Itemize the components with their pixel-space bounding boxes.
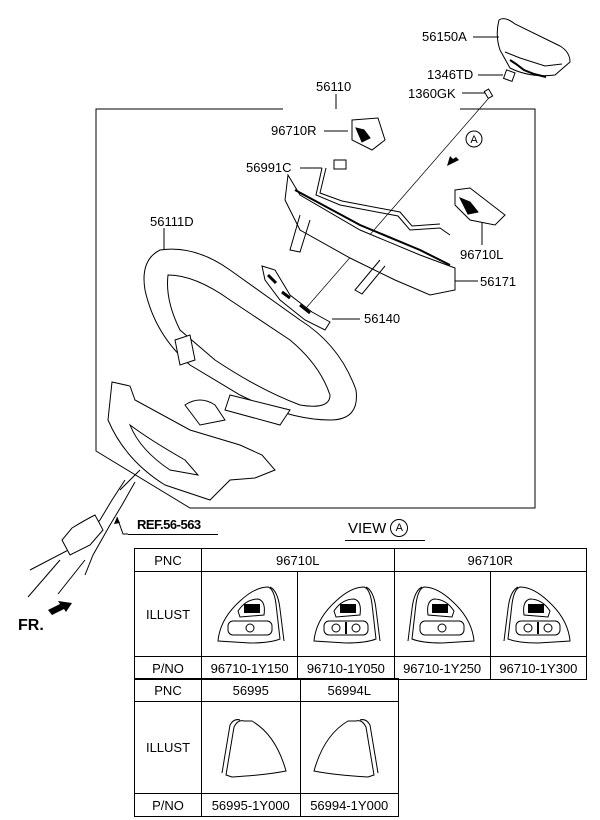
illust-96710-1Y250: [393, 571, 491, 657]
bolt-drawing: [483, 88, 494, 100]
row-label-illust: ILLUST: [134, 701, 202, 794]
view-title-text: VIEW: [348, 519, 387, 537]
switch-left-drawing: [454, 187, 506, 226]
row-label-pnc: PNC: [134, 678, 202, 702]
illust-96710-1Y150: [200, 571, 299, 657]
right-switch-single-icon: [407, 586, 475, 644]
callout-96710R: 96710R: [271, 123, 317, 138]
front-arrow-icon: [48, 601, 72, 615]
steering-wheel-drawing: [143, 228, 357, 426]
pnc-cell: 56994L: [299, 678, 399, 702]
table-row-pno: P/NO 96710-1Y150 96710-1Y050 96710-1Y250…: [134, 656, 588, 680]
pnc-cell-right-switch: 96710R: [393, 548, 587, 572]
callout-56171: 56171: [480, 274, 517, 289]
left-switch-dual-icon: [313, 586, 381, 644]
callout-56150A: 56150A: [422, 29, 467, 44]
row-label-pnc: PNC: [134, 548, 202, 572]
view-a-marker-letter: A: [470, 134, 478, 146]
switch-parts-table: PNC 96710L 96710R ILLUST: [134, 548, 588, 680]
airbag-module-drawing: [496, 18, 571, 78]
illust-56995-1Y000: [201, 701, 301, 794]
view-title-marker: A: [390, 519, 409, 537]
pnc-cell: 56995: [201, 678, 301, 702]
view-a-marker-circle: [465, 130, 483, 148]
table-row-pnc: PNC 96710L 96710R: [134, 548, 587, 572]
cover-parts-table: PNC 56995 56994L ILLUST P/NO 56995-1Y000…: [134, 678, 399, 817]
front-label: FR.: [18, 617, 44, 634]
row-label-pno: P/NO: [134, 656, 202, 680]
pno-cell: 96710-1Y150: [200, 656, 299, 680]
row-label-pno: P/NO: [134, 793, 202, 817]
callout-56111D: 56111D: [150, 214, 194, 229]
pno-cell: 96710-1Y050: [297, 656, 395, 680]
reference-underline: [128, 534, 218, 535]
reference-label: REF.56-563: [137, 517, 201, 532]
callout-1360GK: 1360GK: [408, 86, 456, 101]
table-row-pnc: PNC 56995 56994L: [134, 678, 399, 702]
switch-right-drawing: [351, 117, 386, 151]
illust-96710-1Y050: [297, 571, 395, 657]
cover-right-icon: [221, 718, 287, 778]
extension-wire-drawing: [315, 159, 451, 236]
callout-56110: 56110: [316, 79, 352, 94]
callout-56991C: 56991C: [246, 160, 292, 175]
pno-cell: 96710-1Y250: [393, 656, 491, 680]
view-a-title: VIEW A: [348, 519, 409, 537]
steering-column-drawing: [27, 469, 141, 598]
table-row-illust: ILLUST: [134, 571, 588, 657]
left-switch-mute-icon: [217, 586, 285, 644]
right-switch-dual-icon: [503, 586, 571, 644]
reference-arrowhead-icon: [114, 517, 120, 524]
illust-96710-1Y300: [489, 571, 588, 657]
callout-96710L: 96710L: [460, 247, 504, 262]
reference-leader: [116, 516, 128, 535]
illust-56994-1Y000: [299, 701, 399, 794]
pnc-cell-left-switch: 96710L: [201, 548, 395, 572]
table-row-pno: P/NO 56995-1Y000 56994-1Y000: [134, 793, 399, 817]
row-label-illust: ILLUST: [134, 571, 202, 657]
callout-56140: 56140: [364, 311, 401, 326]
pno-cell: 56995-1Y000: [201, 793, 301, 817]
assembly-frame: [95, 108, 536, 509]
bolt-axis-line: [299, 98, 489, 316]
bracket-drawing: [284, 173, 456, 296]
damper-drawing: [261, 265, 331, 331]
pno-cell: 96710-1Y300: [489, 656, 588, 680]
cover-left-icon: [313, 718, 379, 778]
view-direction-arrow-icon: [447, 148, 470, 166]
nut-drawing: [502, 69, 516, 83]
callout-1346TD: 1346TD: [427, 67, 474, 82]
column-cover-drawing: [107, 381, 276, 501]
table-row-illust: ILLUST: [134, 701, 399, 794]
view-title-underline: [345, 540, 425, 541]
pno-cell: 56994-1Y000: [299, 793, 399, 817]
